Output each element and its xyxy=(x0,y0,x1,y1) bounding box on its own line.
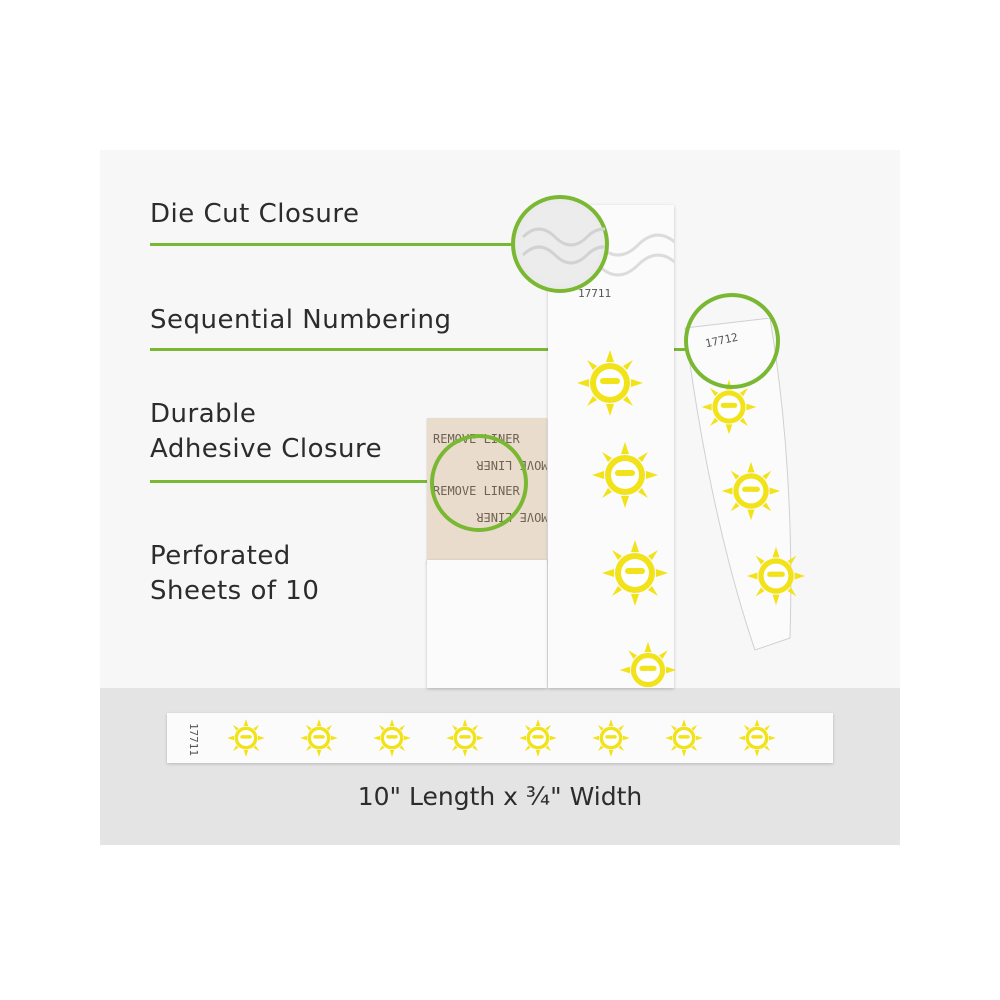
feature-perforated-line1: Perforated xyxy=(150,541,291,571)
sun-icon xyxy=(664,718,704,762)
callout-circle-die-cut xyxy=(511,195,609,293)
callout-line-die-cut xyxy=(150,243,518,246)
sun-icon xyxy=(745,545,807,611)
sun-icon xyxy=(618,640,678,692)
feature-durable-line1: Durable xyxy=(150,399,257,429)
sun-icon xyxy=(226,718,266,762)
sun-icon xyxy=(590,440,660,514)
feature-sequential-numbering: Sequential Numbering xyxy=(150,305,452,335)
callout-line-numbering xyxy=(150,348,690,351)
flat-wristband: 17711 xyxy=(167,713,833,763)
sun-icon xyxy=(737,718,777,762)
sun-icon xyxy=(700,378,758,440)
sun-icon xyxy=(591,718,631,762)
sun-icon xyxy=(445,718,485,762)
die-cut-wave-icon xyxy=(521,227,605,265)
sun-icon xyxy=(518,718,558,762)
length-band-background xyxy=(100,688,900,845)
feature-sheets-of-10-line2: Sheets of 10 xyxy=(150,576,320,606)
callout-circle-numbering xyxy=(684,293,780,389)
callout-circle-adhesive xyxy=(430,434,528,532)
sun-icon xyxy=(575,348,645,422)
feature-adhesive-closure-line2: Adhesive Closure xyxy=(150,434,383,464)
callout-line-adhesive xyxy=(150,480,435,483)
dimensions-caption: 10" Length x ¾" Width xyxy=(357,782,643,811)
feature-die-cut-closure: Die Cut Closure xyxy=(150,199,360,229)
sun-icon xyxy=(600,538,670,612)
sun-icon xyxy=(299,718,339,762)
sun-icon xyxy=(720,460,782,526)
sequence-number-a: 17711 xyxy=(578,287,612,300)
sun-icon xyxy=(372,718,412,762)
sequence-number-flat: 17711 xyxy=(187,722,201,757)
adhesive-tab-strip xyxy=(427,560,547,688)
